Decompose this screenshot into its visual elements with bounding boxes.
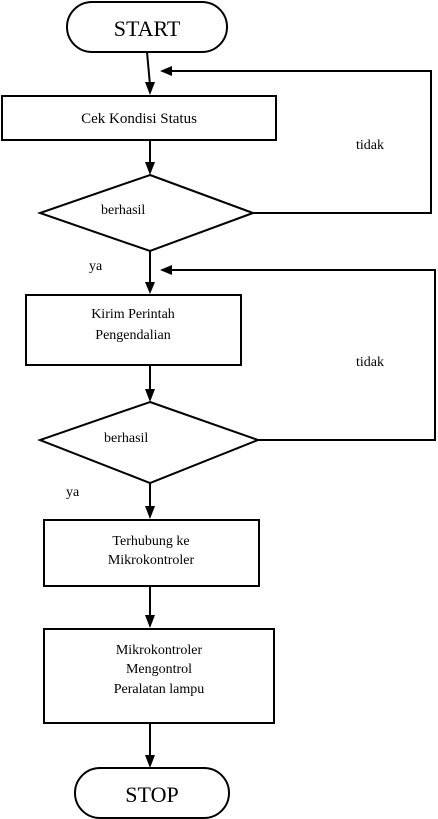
- arrow-head: [145, 615, 155, 628]
- arrow-head: [145, 389, 155, 402]
- loop-decision2-no: [172, 269, 436, 441]
- decision-2: berhasil: [37, 400, 261, 485]
- decision-1-yes-label: ya: [89, 259, 103, 274]
- connected-line-1: Terhubung ke: [112, 534, 189, 549]
- send-command-line-2: Pengendalian: [95, 328, 170, 343]
- arrow-head: [145, 755, 155, 768]
- process-send-command: Kirim Perintah Pengendalian: [25, 294, 242, 366]
- arrow-head: [145, 282, 155, 294]
- arrow-start-to-check: [146, 51, 151, 86]
- start-terminator: START: [66, 1, 228, 53]
- control-line-3: Peralatan lampu: [114, 682, 205, 697]
- check-status-label: Cek Kondisi Status: [81, 111, 197, 127]
- process-check-status: Cek Kondisi Status: [1, 95, 277, 141]
- loop-decision1-no: [172, 70, 432, 214]
- arrow-head: [145, 82, 155, 95]
- start-label: START: [114, 16, 181, 41]
- decision-2-no-label: tidak: [356, 355, 384, 370]
- arrow-head: [160, 66, 172, 76]
- stop-terminator: STOP: [74, 767, 230, 819]
- connected-line-2: Mikrokontroler: [108, 553, 195, 568]
- decision-2-yes-label: ya: [66, 485, 80, 500]
- send-command-line-1: Kirim Perintah: [91, 307, 175, 322]
- decision-1-label: berhasil: [101, 203, 145, 218]
- process-connected: Terhubung ke Mikrokontroler: [43, 519, 260, 587]
- decision-1: berhasil: [36, 173, 256, 253]
- control-line-2: Mengontrol: [126, 662, 192, 677]
- arrow-head: [160, 265, 172, 275]
- control-line-1: Mikrokontroler: [116, 643, 203, 658]
- arrow-head: [145, 162, 155, 175]
- process-control-lamp: Mikrokontroler Mengontrol Peralatan lamp…: [43, 628, 275, 724]
- decision-2-label: berhasil: [104, 431, 148, 446]
- arrow-head: [145, 506, 155, 519]
- decision-1-no-label: tidak: [356, 138, 384, 153]
- stop-label: STOP: [125, 782, 178, 807]
